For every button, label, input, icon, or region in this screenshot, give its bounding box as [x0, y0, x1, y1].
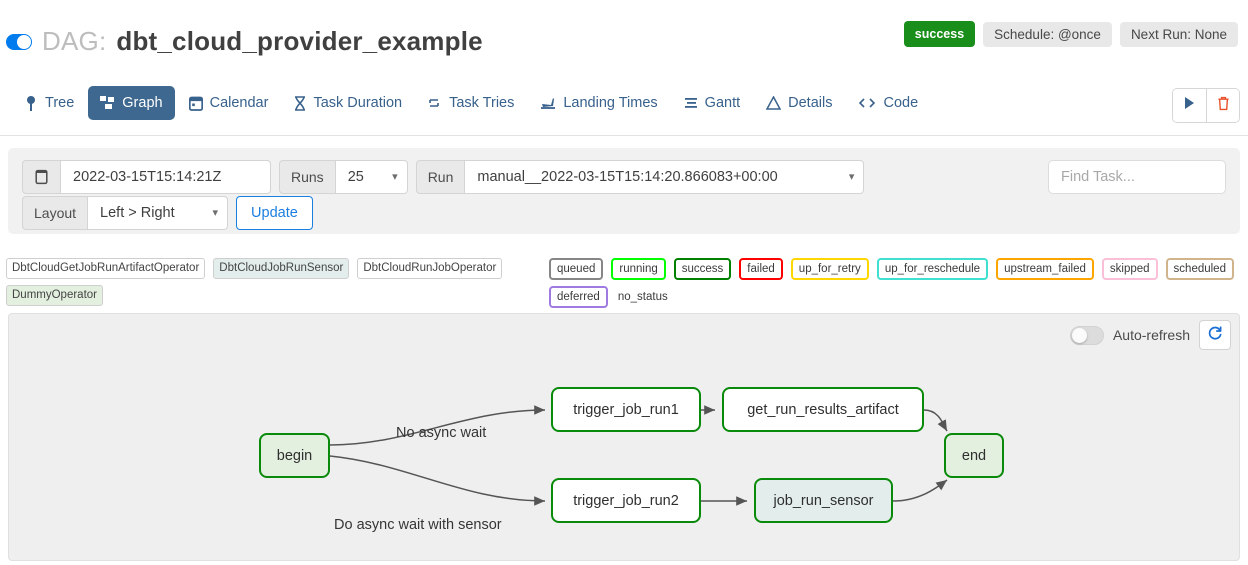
legend: DbtCloudGetJobRunArtifactOperator DbtClou…	[0, 256, 1248, 308]
status-legend-chip[interactable]: queued	[549, 258, 604, 280]
dag-label: DAG:	[42, 26, 107, 56]
tree-icon	[24, 95, 38, 111]
graph-controls: Auto-refresh	[1069, 320, 1231, 350]
schedule-badge[interactable]: Schedule: @once	[983, 21, 1112, 47]
run-select[interactable]: manual__2022-03-15T15:14:20.866083+00:00…	[465, 160, 865, 194]
status-legend-chip[interactable]: running	[611, 258, 666, 280]
hourglass-icon	[294, 95, 306, 111]
tab-label: Calendar	[209, 95, 269, 111]
warning-triangle-icon	[766, 96, 782, 110]
page-title: dbt_cloud_provider_example	[116, 26, 483, 56]
operator-legend-chip[interactable]: DbtCloudJobRunSensor	[213, 258, 350, 279]
operator-legend-chip[interactable]: DbtCloudGetJobRunArtifactOperator	[6, 258, 206, 279]
tab-details[interactable]: Details	[754, 86, 844, 120]
graph-node-get_run_results_artifact[interactable]: get_run_results_artifact	[722, 387, 924, 432]
view-tabs-bar: Tree Graph Calendar Task Duration Task T	[0, 78, 1248, 136]
runs-select[interactable]: 25 ▾	[335, 160, 408, 194]
run-label: Run	[415, 160, 466, 194]
next-run-badge: Next Run: None	[1119, 21, 1238, 47]
runs-filter-group: Runs 25 ▾	[279, 160, 408, 194]
dag-pause-toggle[interactable]	[6, 33, 32, 50]
dag-title-row: DAG: dbt_cloud_provider_example	[6, 26, 483, 57]
chevron-down-icon: ▾	[392, 170, 398, 183]
tab-tree[interactable]: Tree	[12, 86, 86, 120]
status-legend-chip[interactable]: failed	[739, 258, 783, 280]
calendar-icon[interactable]	[22, 160, 61, 194]
view-tabs: Tree Graph Calendar Task Duration Task T	[12, 86, 930, 120]
tab-label: Task Duration	[313, 95, 403, 111]
runs-label: Runs	[279, 160, 336, 194]
execution-date-input[interactable]: 2022-03-15T15:14:21Z	[61, 160, 271, 194]
tab-task-tries[interactable]: Task Tries	[416, 86, 526, 120]
landing-icon	[540, 96, 556, 110]
graph-edge-label: Do async wait with sensor	[334, 517, 502, 533]
status-badge: success	[903, 21, 976, 47]
update-button[interactable]: Update	[236, 196, 313, 230]
refresh-button[interactable]	[1199, 320, 1231, 350]
run-filter-group: Run manual__2022-03-15T15:14:20.866083+0…	[415, 160, 865, 194]
tab-label: Landing Times	[563, 95, 658, 111]
delete-dag-button[interactable]	[1206, 89, 1239, 122]
operator-legend-chip[interactable]: DbtCloudRunJobOperator	[357, 258, 503, 279]
tab-label: Tree	[45, 95, 75, 111]
date-filter-group: 2022-03-15T15:14:21Z	[22, 160, 271, 194]
code-icon	[858, 96, 876, 110]
status-legend-chip[interactable]: upstream_failed	[996, 258, 1094, 280]
trash-icon	[1217, 96, 1230, 116]
graph-edges	[329, 405, 948, 506]
tab-label: Gantt	[704, 95, 741, 111]
status-legend-chip[interactable]: scheduled	[1165, 258, 1234, 280]
status-legend-chip[interactable]: success	[673, 258, 732, 280]
layout-select-value: Left > Right	[100, 205, 175, 221]
graph-node-trigger_job_run2[interactable]: trigger_job_run2	[551, 478, 701, 523]
runs-select-value: 25	[347, 169, 364, 185]
status-legend-no-status: no_status	[617, 291, 668, 303]
layout-select[interactable]: Left > Right ▾	[88, 196, 229, 230]
gantt-icon	[684, 96, 698, 110]
operator-legend: DbtCloudGetJobRunArtifactOperator DbtClou…	[6, 258, 536, 306]
tab-landing-times[interactable]: Landing Times	[528, 86, 669, 120]
tab-calendar[interactable]: Calendar	[177, 86, 281, 120]
tab-label: Graph	[122, 95, 163, 111]
auto-refresh-label: Auto-refresh	[1112, 327, 1190, 343]
tab-code[interactable]: Code	[846, 86, 930, 120]
header-badges: success Schedule: @once Next Run: None	[903, 21, 1238, 47]
tab-task-duration[interactable]: Task Duration	[282, 86, 414, 120]
find-task-input[interactable]: Find Task...	[1048, 160, 1226, 194]
filter-panel: 2022-03-15T15:14:21Z Runs 25 ▾ Run manua…	[8, 148, 1240, 234]
graph-node-trigger_job_run1[interactable]: trigger_job_run1	[551, 387, 701, 432]
filter-row-secondary: Layout Left > Right ▾ Update	[22, 196, 313, 230]
calendar-icon	[188, 96, 203, 111]
status-legend-chip[interactable]: up_for_reschedule	[876, 258, 989, 280]
filter-row-primary: 2022-03-15T15:14:21Z Runs 25 ▾ Run manua…	[22, 160, 865, 194]
graph-node-begin[interactable]: begin	[259, 433, 330, 478]
chevron-down-icon: ▾	[212, 206, 219, 219]
status-legend-chip[interactable]: deferred	[549, 286, 608, 308]
run-actions-group	[1172, 88, 1240, 123]
operator-legend-chip[interactable]: DummyOperator	[6, 285, 103, 306]
run-select-value: manual__2022-03-15T15:14:20.866083+00:00	[477, 169, 778, 185]
graph-node-end[interactable]: end	[944, 433, 1004, 478]
status-legend: queued running success failed up_for_retry up…	[549, 258, 1242, 308]
retry-icon	[428, 96, 442, 110]
tab-label: Code	[883, 95, 919, 111]
refresh-icon	[1207, 325, 1223, 346]
status-legend-chip[interactable]: up_for_retry	[790, 258, 869, 280]
play-icon	[1183, 96, 1196, 115]
auto-refresh-toggle[interactable]	[1069, 325, 1104, 345]
chevron-down-icon: ▾	[848, 170, 855, 183]
layout-label: Layout	[22, 196, 89, 230]
status-legend-chip[interactable]: skipped	[1101, 258, 1158, 280]
tab-graph[interactable]: Graph	[88, 86, 175, 120]
graph-node-job_run_sensor[interactable]: job_run_sensor	[754, 478, 893, 523]
tab-label: Task Tries	[449, 95, 515, 111]
tab-label: Details	[788, 95, 833, 111]
page-header: DAG: dbt_cloud_provider_example success …	[0, 0, 1248, 68]
layout-filter-group: Layout Left > Right ▾	[22, 196, 229, 230]
trigger-dag-button[interactable]	[1173, 89, 1206, 122]
graph-icon	[100, 96, 115, 110]
graph-panel[interactable]: Auto-refresh begin trigger_job_run1 get_ru…	[8, 313, 1240, 561]
graph-edge-label: No async wait	[396, 425, 487, 441]
tab-gantt[interactable]: Gantt	[672, 86, 752, 120]
